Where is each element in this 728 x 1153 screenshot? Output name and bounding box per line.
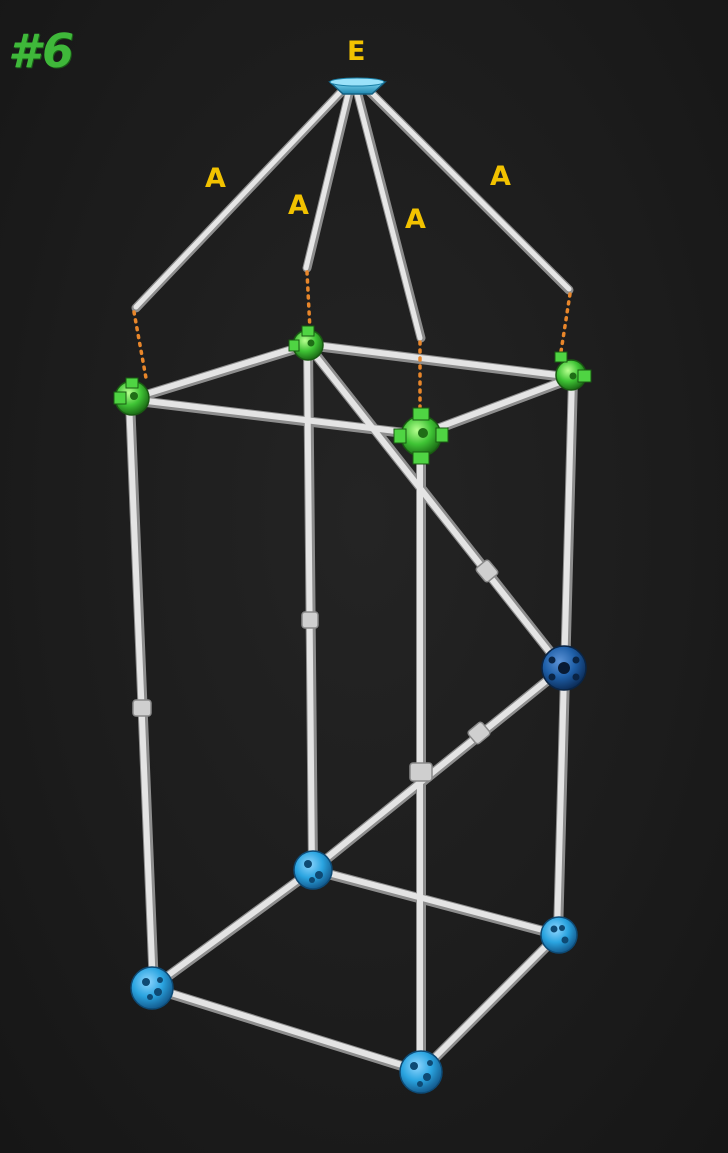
coupler-front-left [133,700,151,716]
green-connector-front-right [394,408,448,464]
step-number-label: #6 [8,28,76,74]
green-connector-back-left [289,326,323,360]
guide-dots [134,272,570,412]
blue-connector-back-right [541,917,577,953]
coupler-front-right [410,763,432,781]
coupler-back-left [302,612,318,628]
blue-connector-back-left [294,851,332,889]
green-connector-back-right [555,352,591,390]
part-label-a-front: A [405,206,426,233]
frame-rods [129,344,573,1072]
blue-connector-front-left [131,967,173,1009]
part-label-a-back-left: A [288,192,309,219]
green-connector-front-left [114,378,149,415]
guide-dots-right [560,294,570,358]
guide-dots-back-left [307,272,310,330]
part-label-e: E [347,38,365,65]
guide-dots-left [134,312,146,378]
blue-connectors [131,646,586,1093]
blue-connector-front-right [400,1051,442,1093]
part-label-a-right: A [490,163,511,190]
dark-blue-connector-mid-right [542,646,586,690]
part-label-a-left: A [205,165,226,192]
roof-rods [136,87,569,338]
